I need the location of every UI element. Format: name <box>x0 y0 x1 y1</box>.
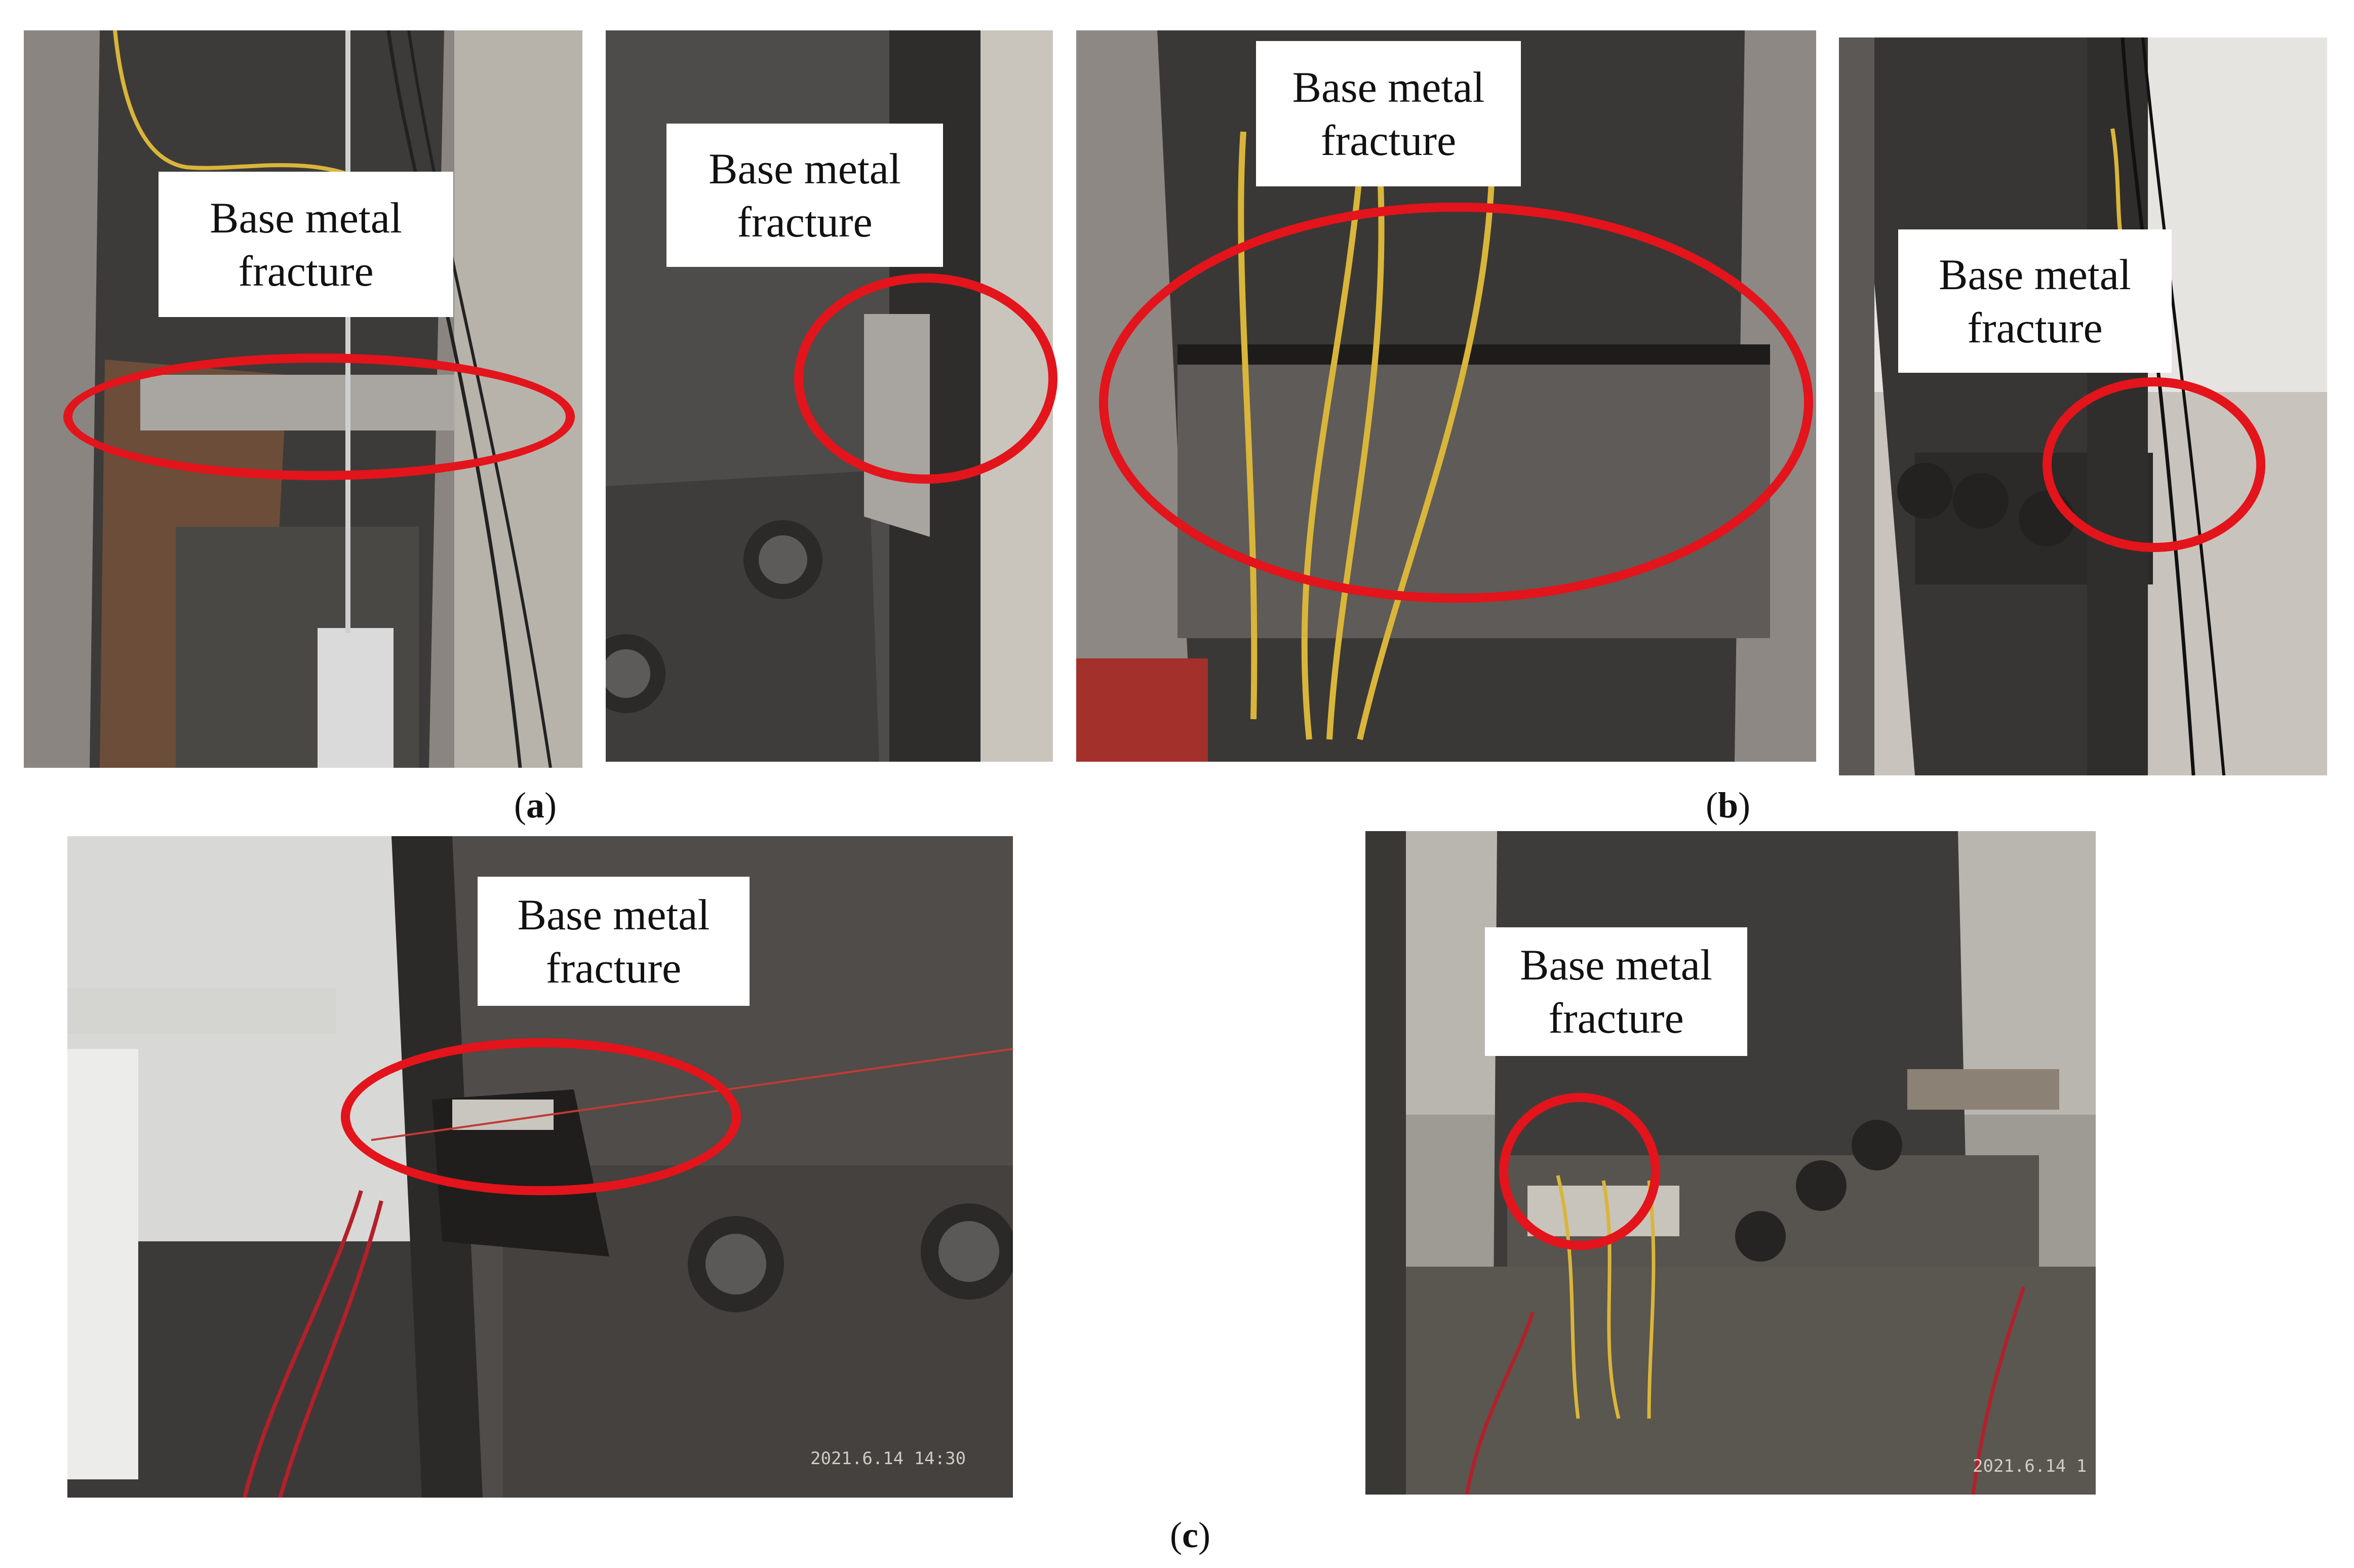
fracture-highlight-b2 <box>2043 377 2265 552</box>
caption-b-letter: b <box>1717 785 1739 826</box>
label-c1: Base metal fracture <box>517 890 710 992</box>
label-c2: Base metal fracture <box>1520 940 1712 1042</box>
photo-c-right <box>1365 831 2096 1495</box>
label-a1: Base metal fracture <box>210 193 402 295</box>
fracture-highlight-c2 <box>1499 1093 1660 1250</box>
label-box-c2: Base metal fracture <box>1485 927 1747 1056</box>
caption-a-letter: a <box>526 785 544 826</box>
caption-a: (a) <box>514 785 557 826</box>
photo-c-right-image <box>1365 831 2096 1495</box>
fracture-highlight-c1 <box>341 1038 741 1195</box>
photo-c-left <box>67 836 1013 1498</box>
caption-c: (c) <box>1170 1515 1210 1555</box>
label-b1: Base metal fracture <box>1292 62 1485 165</box>
fracture-highlight-a2 <box>794 273 1057 484</box>
label-box-b1: Base metal fracture <box>1256 41 1521 186</box>
label-b2: Base metal fracture <box>1939 250 2131 352</box>
label-box-b2: Base metal fracture <box>1898 229 2172 373</box>
label-a2: Base metal fracture <box>709 144 901 246</box>
caption-c-letter: c <box>1182 1515 1198 1555</box>
fracture-highlight-a1 <box>63 354 575 480</box>
photo-c-left-image <box>67 836 1013 1498</box>
caption-b: (b) <box>1706 785 1751 826</box>
timestamp-c1: 2021.6.14 14:30 <box>810 1448 966 1469</box>
timestamp-c2: 2021.6.14 1 <box>1973 1456 2087 1476</box>
fracture-highlight-b1 <box>1099 203 1813 603</box>
label-box-a2: Base metal fracture <box>666 124 943 267</box>
label-box-c1: Base metal fracture <box>478 877 750 1006</box>
label-box-a1: Base metal fracture <box>159 172 453 317</box>
